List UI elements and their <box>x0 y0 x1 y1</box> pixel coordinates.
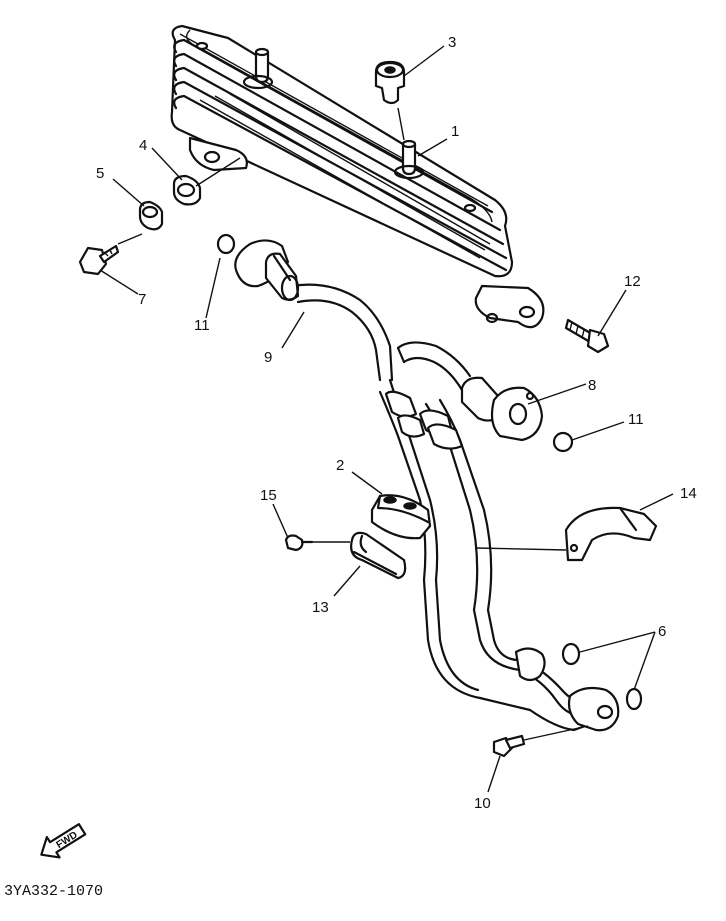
o-ring-upper <box>216 233 236 255</box>
clamp-screw <box>284 534 314 552</box>
o-ring-lower-a <box>561 642 581 666</box>
callout-14: 14 <box>680 485 697 502</box>
o-ring-right <box>552 431 574 453</box>
fitting-bolt-lower <box>492 734 526 758</box>
oil-hose-assembly <box>290 283 620 732</box>
callout-8: 8 <box>588 377 596 394</box>
hose-guard <box>564 506 658 562</box>
upper-pipe-fitting <box>234 239 300 302</box>
callout-11-right: 11 <box>628 411 644 428</box>
fitting-bolt-upper <box>564 318 610 354</box>
callout-6: 6 <box>658 623 666 640</box>
hose-clamp <box>350 531 407 580</box>
rubber-damper <box>374 60 406 105</box>
pipe-flange-fitting <box>460 376 544 442</box>
forward-direction-arrow: FWD <box>40 823 87 859</box>
callout-9: 9 <box>264 349 272 366</box>
callout-5: 5 <box>96 165 104 182</box>
callout-10: 10 <box>474 795 491 812</box>
o-ring-lower-b <box>625 687 643 711</box>
callout-2: 2 <box>336 457 344 474</box>
callout-11-upper: 11 <box>194 317 210 334</box>
callout-13: 13 <box>312 599 329 616</box>
leader-lines <box>99 45 674 793</box>
collar <box>172 174 202 206</box>
oil-cooler <box>170 24 545 329</box>
diagram-reference-code: 3YA332-1070 <box>4 883 103 900</box>
callout-4: 4 <box>139 137 147 154</box>
callout-labels: 1 2 3 4 5 6 7 8 9 10 11 11 12 13 14 15 <box>96 34 697 812</box>
callout-1: 1 <box>451 123 459 140</box>
callout-7: 7 <box>138 291 146 308</box>
o-rings <box>216 233 643 711</box>
collar-bolt <box>138 200 164 231</box>
callout-15: 15 <box>260 487 277 504</box>
callout-12: 12 <box>624 273 641 290</box>
clamp-damper <box>370 494 432 540</box>
callout-3: 3 <box>448 34 456 51</box>
flange-bolt <box>78 244 120 276</box>
